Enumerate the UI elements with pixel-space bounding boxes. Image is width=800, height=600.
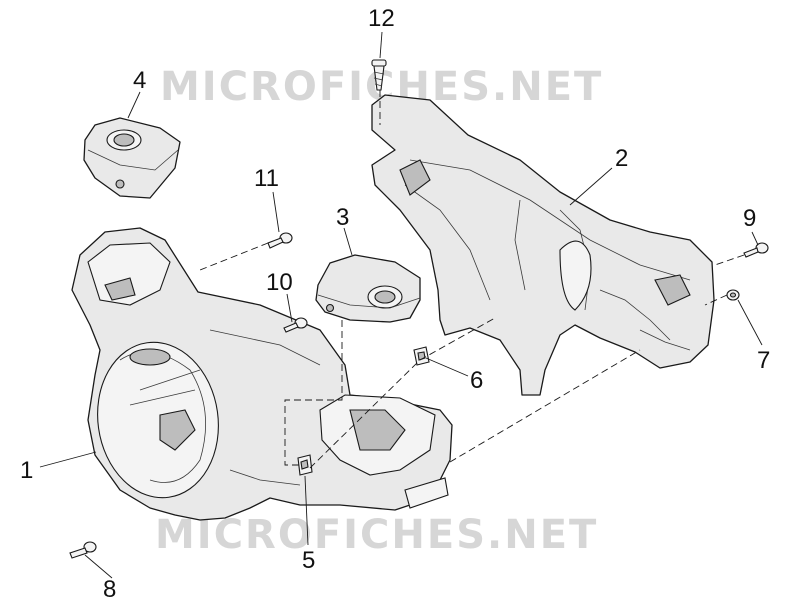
callout-10: 10 <box>266 269 293 296</box>
callout-3: 3 <box>336 204 349 231</box>
part-5-clip <box>297 454 313 476</box>
part-8-screw <box>69 541 97 559</box>
callout-labels: 1 2 3 4 5 6 7 8 9 10 11 12 <box>20 5 770 600</box>
part-7-washer <box>726 289 740 301</box>
callout-8: 8 <box>103 576 116 600</box>
part-6-clip <box>413 346 430 366</box>
callout-5: 5 <box>302 547 315 574</box>
callout-11: 11 <box>254 165 279 192</box>
callout-12: 12 <box>368 5 395 32</box>
headlight-opening <box>97 341 219 499</box>
part-2-rear-handlebar-cover <box>371 94 715 396</box>
part-3-cover <box>315 254 421 323</box>
callout-2: 2 <box>615 145 628 172</box>
part-11-screw <box>267 232 293 249</box>
part-4-cover <box>83 117 181 199</box>
leader-lines <box>39 31 763 579</box>
callout-1: 1 <box>20 457 33 484</box>
part-10-screw <box>283 317 308 333</box>
part-9-screw <box>743 242 769 258</box>
part-1-front-handlebar-cover <box>71 227 453 521</box>
callout-9: 9 <box>743 205 756 232</box>
assembly-dash-lines <box>199 90 745 469</box>
callout-7: 7 <box>757 347 770 374</box>
callout-6: 6 <box>470 367 483 394</box>
callout-4: 4 <box>133 67 146 94</box>
part-12-screw <box>371 59 387 91</box>
watermark-bottom: MICROFICHES.NET <box>155 512 598 558</box>
